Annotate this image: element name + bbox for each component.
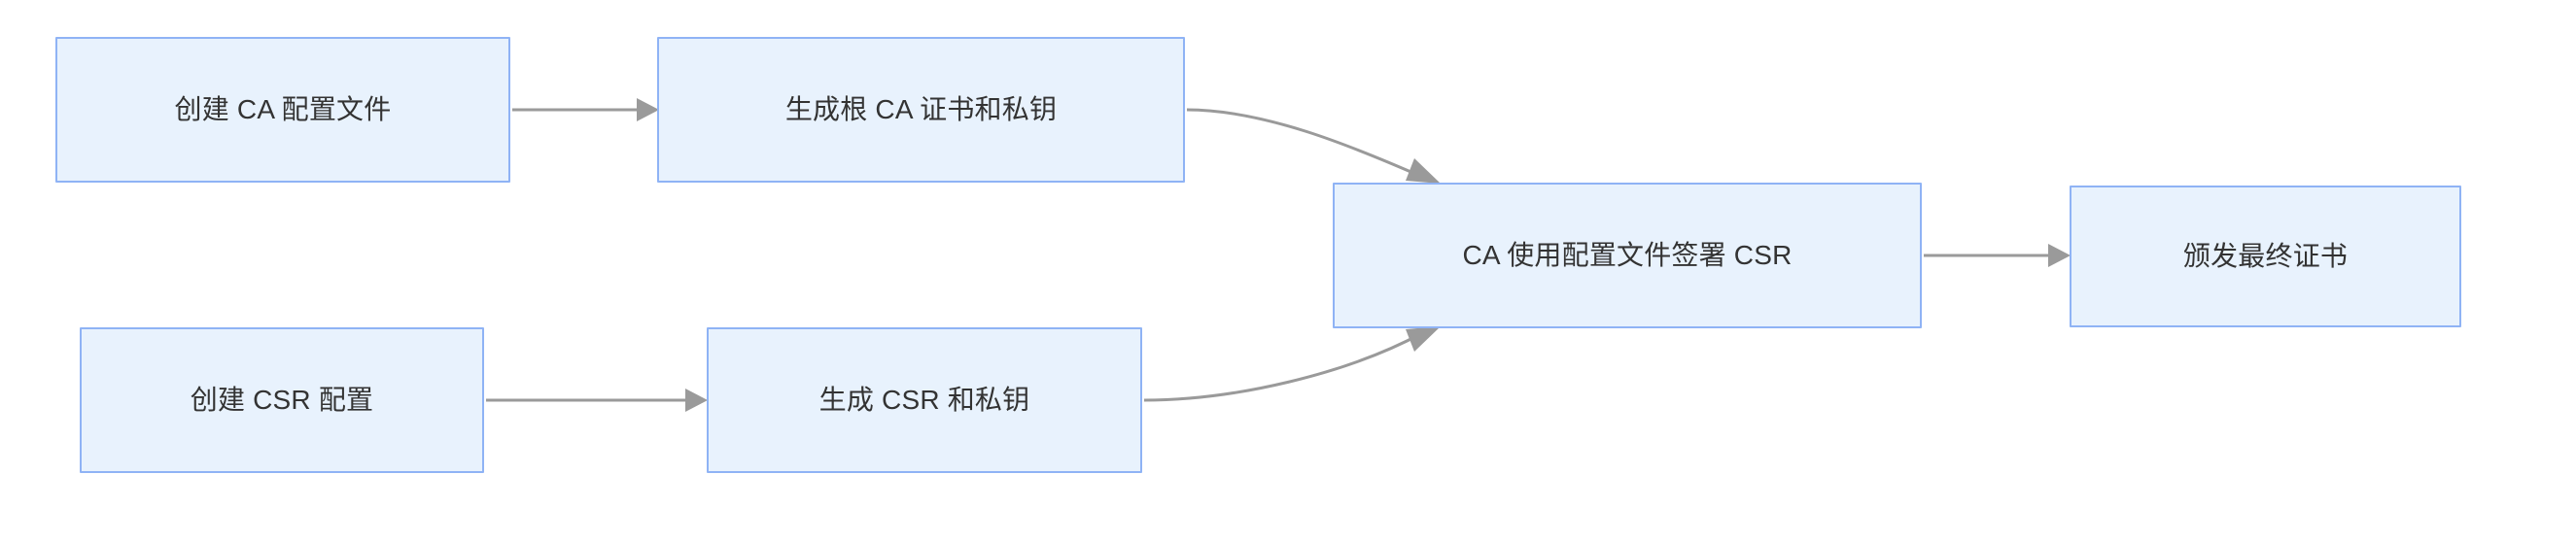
edge-generate-csr-to-ca-signs-csr <box>1143 326 1441 402</box>
edge-generate-root-ca-to-ca-signs-csr <box>1186 108 1441 184</box>
node-issue-final-cert[interactable]: 颁发最终证书 <box>2070 186 2461 327</box>
edge-ca-signs-csr-to-issue-final-cert <box>1924 244 2071 267</box>
node-create-ca-config[interactable]: 创建 CA 配置文件 <box>55 37 510 183</box>
node-generate-root-ca[interactable]: 生成根 CA 证书和私钥 <box>657 37 1185 183</box>
node-generate-csr[interactable]: 生成 CSR 和私钥 <box>707 327 1142 473</box>
node-label: CA 使用配置文件签署 CSR <box>1462 240 1793 271</box>
node-label: 创建 CA 配置文件 <box>174 94 392 125</box>
node-label: 生成 CSR 和私钥 <box>818 385 1030 416</box>
node-label: 颁发最终证书 <box>2182 241 2349 272</box>
edge-create-csr-config-to-generate-csr <box>486 389 708 412</box>
node-label: 创建 CSR 配置 <box>190 385 374 416</box>
node-ca-signs-csr[interactable]: CA 使用配置文件签署 CSR <box>1333 183 1922 328</box>
node-create-csr-config[interactable]: 创建 CSR 配置 <box>80 327 484 473</box>
edge-create-ca-config-to-generate-root-ca <box>512 98 659 121</box>
node-label: 生成根 CA 证书和私钥 <box>784 94 1058 125</box>
